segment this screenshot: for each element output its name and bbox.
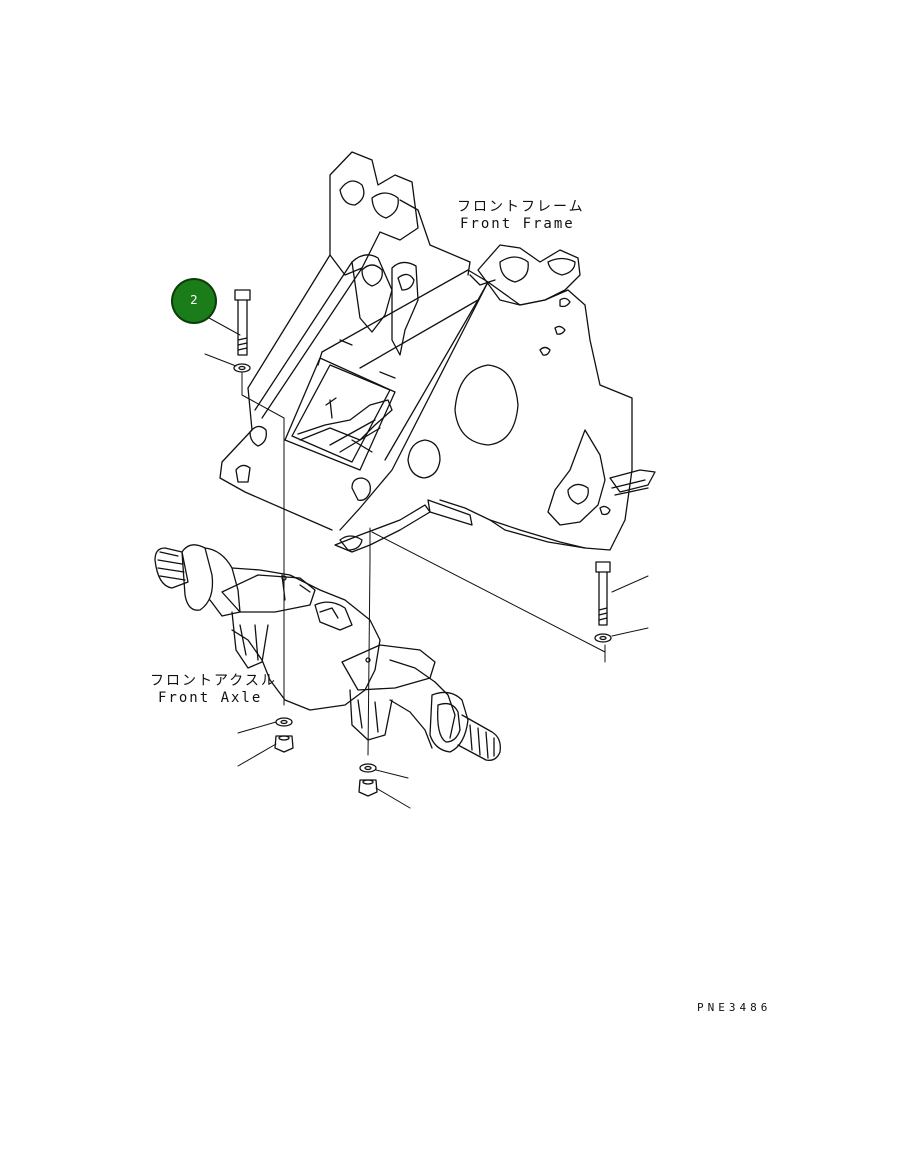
front-axle-label-jp: フロントアクスル xyxy=(150,673,277,689)
front-axle-drawing xyxy=(154,544,501,761)
front-frame-label-jp: フロントフレーム xyxy=(457,199,585,215)
drawing-code: PNE3486 xyxy=(697,1001,772,1014)
part-callout-2[interactable]: 2 xyxy=(173,280,215,322)
front-frame-drawing xyxy=(219,151,656,553)
front-frame-label: Front Frame xyxy=(460,216,575,232)
fastener-hardware xyxy=(233,289,612,797)
callout-number: 2 xyxy=(190,293,198,307)
leader-lines xyxy=(199,312,649,809)
front-axle-label: Front Axle xyxy=(158,690,263,706)
